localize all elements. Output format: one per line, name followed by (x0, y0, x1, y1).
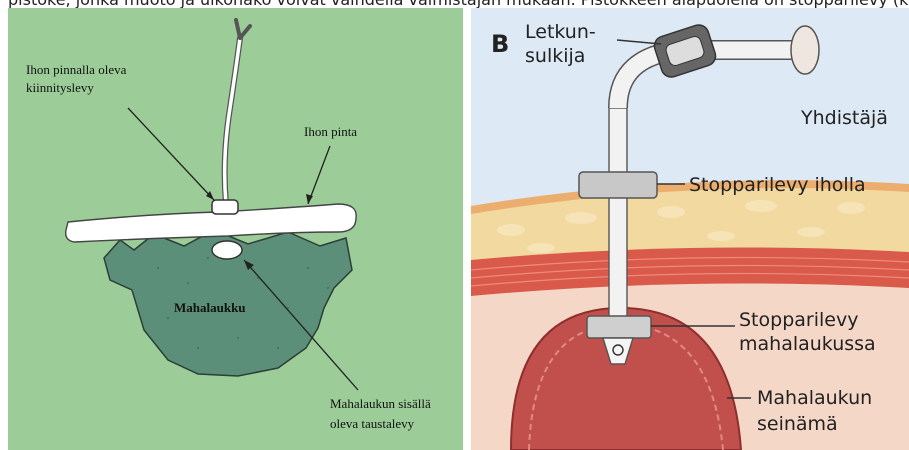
label-inner-stopper-line1: Stopparilevy (739, 309, 858, 331)
label-stomach: Mahalaukku (174, 300, 246, 315)
label-clamp-line2: sulkija (525, 45, 585, 67)
top-caption-strip: pistoke, jonka muoto ja ulkonäkö voivat … (0, 0, 909, 8)
top-caption-svg: pistoke, jonka muoto ja ulkonäkö voivat … (0, 0, 909, 8)
panel-b-button-diagram: B Letkun- sulkija Yhdistäjä Stopparilevy… (471, 8, 909, 450)
panel-b-letter: B (491, 30, 509, 58)
label-skin-surface: Ihon pinta (304, 124, 357, 139)
label-inner-plate-line1: Mahalaukun sisällä (330, 396, 431, 411)
tube-shaft (609, 108, 627, 328)
connector-shape (791, 26, 819, 74)
outer-stopper (579, 172, 657, 198)
panel-a-svg: Ihon pinnalla oleva kiinnityslevy Ihon p… (8, 8, 463, 450)
label-inner-stopper-line2: mahalaukussa (739, 333, 876, 355)
label-clamp-line1: Letkun- (525, 21, 596, 43)
inner-stopper (587, 316, 651, 338)
label-skin-plate-line2: kiinnityslevy (26, 80, 94, 95)
skin-plate (212, 200, 238, 214)
label-wall-line1: Mahalaukun (757, 387, 872, 409)
label-wall-line2: seinämä (757, 413, 838, 435)
label-outer-stopper: Stopparilevy iholla (689, 174, 866, 196)
panel-b-svg: B Letkun- sulkija Yhdistäjä Stopparilevy… (471, 8, 909, 450)
label-skin-plate-line1: Ihon pinnalla oleva (26, 62, 127, 77)
label-inner-plate-line2: oleva taustalevy (330, 416, 415, 431)
inner-plate (212, 241, 242, 259)
label-connector: Yhdistäjä (800, 107, 888, 129)
panel-a-gastrostomy-diagram: Ihon pinnalla oleva kiinnityslevy Ihon p… (8, 8, 463, 450)
top-caption-text: pistoke, jonka muoto ja ulkonäkö voivat … (8, 0, 909, 8)
